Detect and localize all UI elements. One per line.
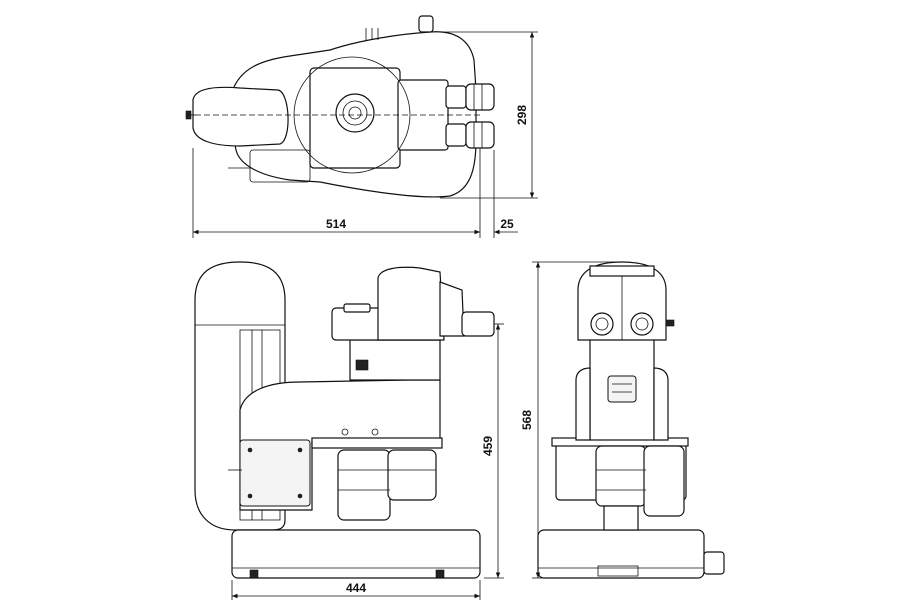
top-dimensions: 514 25 298: [192, 31, 538, 238]
dimension-top-height: 298: [515, 105, 529, 125]
dimension-front-height: 568: [520, 410, 534, 430]
top-view: [185, 15, 495, 198]
side-dimensions: 444 459: [231, 323, 504, 600]
dimension-top-extension: 25: [500, 217, 514, 231]
dimension-side-height: 459: [481, 436, 495, 456]
dimension-side-base-width: 444: [346, 581, 366, 595]
side-view: [194, 261, 495, 579]
front-dimensions: 568: [520, 261, 620, 579]
front-view: [537, 261, 725, 579]
dimension-top-width: 514: [326, 217, 346, 231]
